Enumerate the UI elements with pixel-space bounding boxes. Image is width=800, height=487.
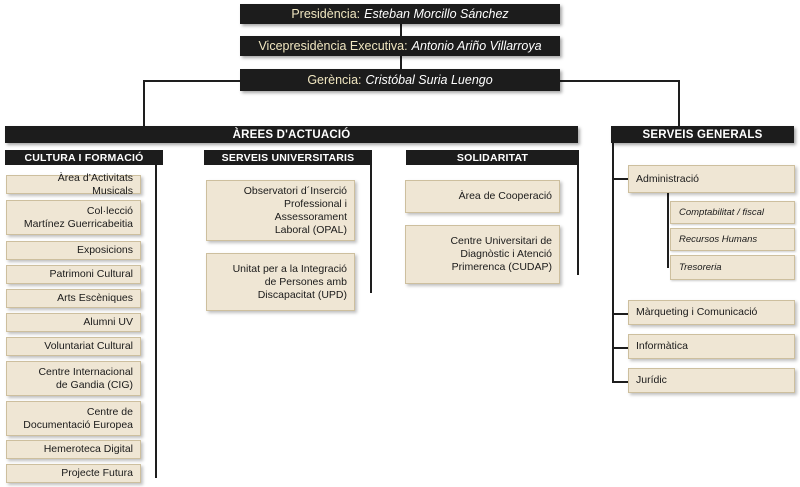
gerencia-name: Cristóbal Suria Luengo xyxy=(365,73,493,87)
list-item: Centre de Documentació Europea xyxy=(6,401,141,436)
arees-actuacio-bar: ÀREES D'ACTUACIÓ xyxy=(5,126,578,143)
list-item: Jurídic xyxy=(628,368,795,393)
sub-item: Recursos Humans xyxy=(670,228,795,251)
list-item: Àrea de Cooperació xyxy=(405,180,560,213)
connector-line xyxy=(667,188,669,268)
connector-line xyxy=(370,163,372,293)
presidencia-name: Esteban Morcillo Sánchez xyxy=(364,7,509,21)
list-item: Hemeroteca Digital xyxy=(6,440,141,459)
serveis-universitaris-header: SERVEIS UNIVERSITARIS xyxy=(204,150,372,165)
connector-line xyxy=(612,178,628,180)
connector-line xyxy=(612,142,614,382)
list-item: Informàtica xyxy=(628,334,795,359)
list-item: Exposicions xyxy=(6,241,141,260)
list-item: Voluntariat Cultural xyxy=(6,337,141,356)
sub-item: Tresoreria xyxy=(670,255,795,280)
list-item: Centre Internacional de Gandia (CIG) xyxy=(6,361,141,396)
cultura-formacio-header: CULTURA I FORMACIÓ xyxy=(5,150,163,165)
list-item: Màrqueting i Comunicació xyxy=(628,300,795,325)
solidaritat-header: SOLIDARITAT xyxy=(406,150,579,165)
list-item: Àrea d’Activitats Musicals xyxy=(6,172,141,197)
serveis-generals-bar: SERVEIS GENERALS xyxy=(611,126,794,143)
list-item: Patrimoni Cultural xyxy=(6,265,141,284)
list-item: Observatori d´Inserció Professional i As… xyxy=(206,180,355,241)
connector-line xyxy=(612,347,628,349)
vicepresidencia-box: Vicepresidència Executiva: Antonio Ariño… xyxy=(240,36,560,56)
list-item: Alumni UV xyxy=(6,313,141,332)
connector-line xyxy=(678,80,680,128)
presidencia-role: Presidència: xyxy=(291,7,361,21)
connector-line xyxy=(612,313,628,315)
list-item: Unitat per a la Integració de Persones a… xyxy=(206,253,355,311)
gerencia-box: Gerència: Cristóbal Suria Luengo xyxy=(240,69,560,91)
connector-line xyxy=(577,163,579,275)
administracio-box: Administració xyxy=(628,165,795,193)
connector-line xyxy=(612,381,628,383)
list-item: Col·lecció Martínez Guerricabeitia xyxy=(6,200,141,235)
list-item: Projecte Futura xyxy=(6,464,141,483)
presidencia-box: Presidència: Esteban Morcillo Sánchez xyxy=(240,4,560,24)
sub-item: Comptabilitat / fiscal xyxy=(670,201,795,224)
connector-line xyxy=(155,163,157,478)
vicepresidencia-name: Antonio Ariño Villarroya xyxy=(411,39,542,53)
connector-line xyxy=(143,80,145,128)
vicepresidencia-role: Vicepresidència Executiva: xyxy=(258,39,408,53)
list-item: Centre Universitari de Diagnòstic i Aten… xyxy=(405,225,560,284)
list-item: Arts Escèniques xyxy=(6,289,141,308)
gerencia-role: Gerència: xyxy=(307,73,362,87)
